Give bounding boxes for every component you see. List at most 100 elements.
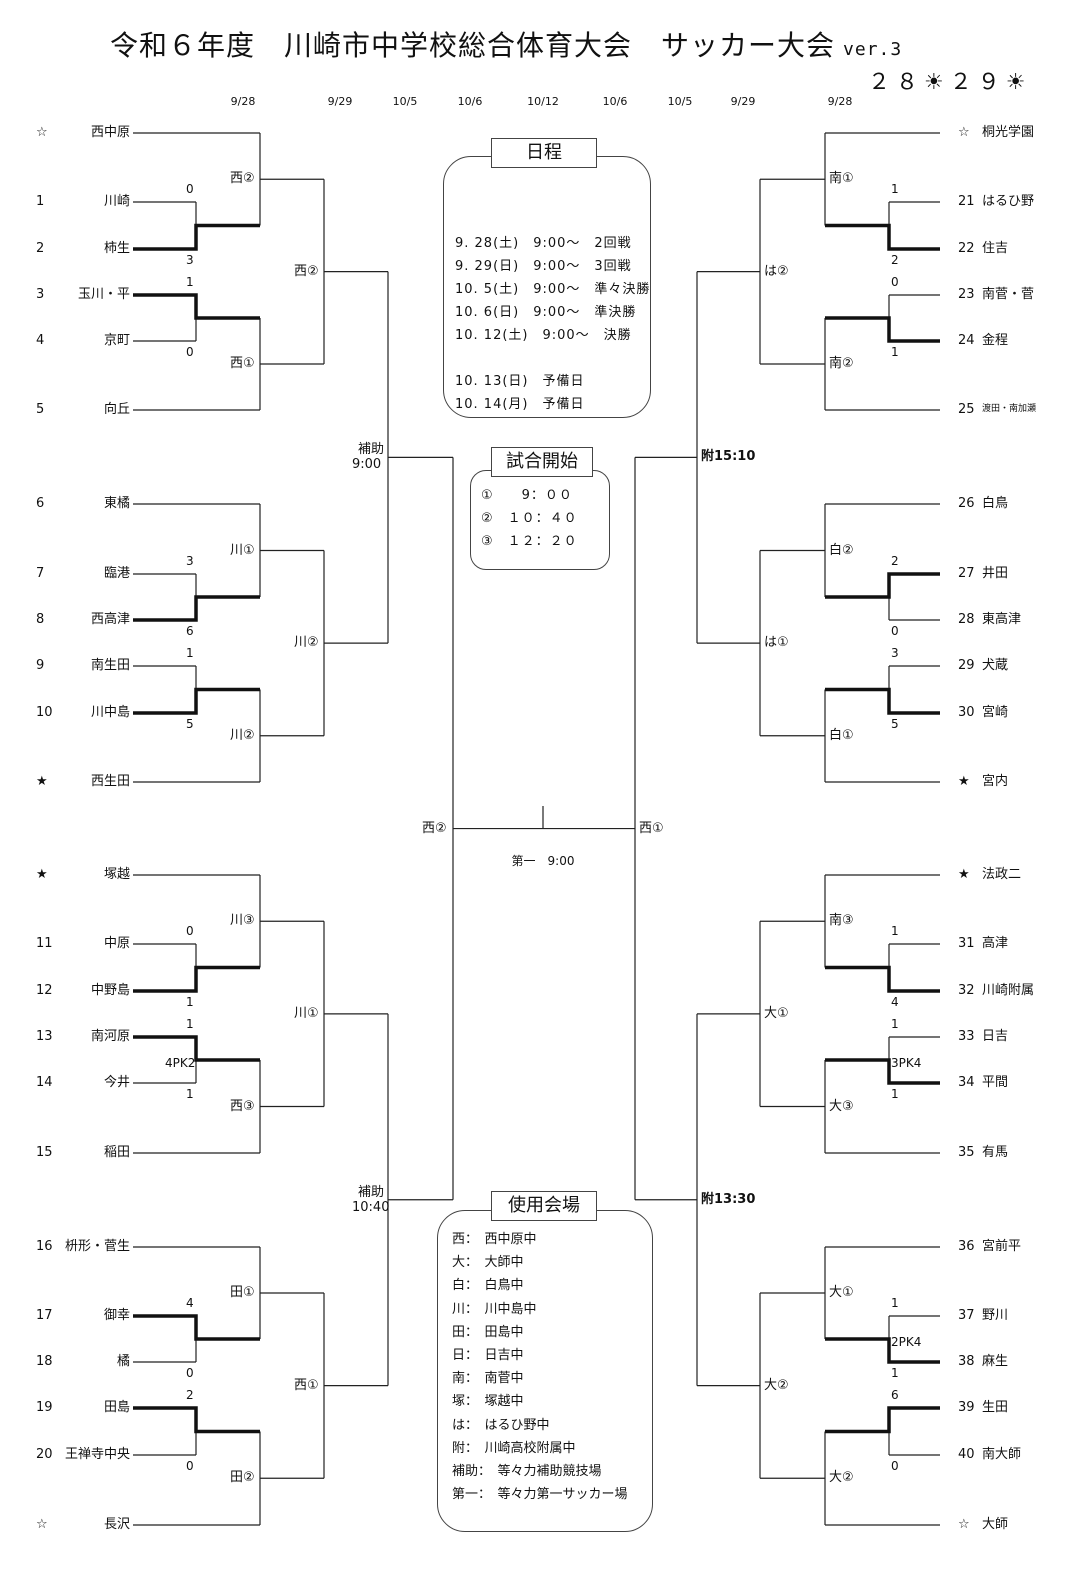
winner-path-right bbox=[825, 316, 940, 343]
team-name-left: 塚越 bbox=[103, 867, 130, 882]
score-right: 1 bbox=[891, 1296, 899, 1310]
team-seed-left: 2 bbox=[36, 241, 45, 256]
team-seed-left: 4 bbox=[36, 333, 45, 348]
venue-line: 白： 白鳥中 bbox=[452, 1278, 524, 1294]
team-seed-right: ★ bbox=[958, 774, 970, 789]
final-label: 第一 9:00 bbox=[511, 854, 575, 868]
date-label-center: 10/12 bbox=[527, 95, 559, 108]
date-label-right: 9/28 bbox=[827, 95, 853, 108]
venue-tag-left: 川③ bbox=[230, 913, 255, 929]
team-seed-left: 5 bbox=[36, 402, 45, 417]
team-seed-left: 7 bbox=[36, 566, 45, 581]
team-name-left: 向丘 bbox=[103, 402, 130, 417]
winner-path-right bbox=[825, 965, 940, 993]
venue-tag-left: 補助 bbox=[358, 442, 385, 458]
schedule-line: 9. 29(日) 9:00～ 3回戦 bbox=[455, 259, 632, 274]
score-right: 3 bbox=[891, 646, 899, 660]
team-seed-left: 11 bbox=[36, 936, 53, 951]
team-name-left: 今井 bbox=[103, 1075, 130, 1090]
team-seed-right: 37 bbox=[958, 1308, 975, 1323]
team-name-left: 玉川・平 bbox=[77, 287, 130, 302]
kickoff-line: ③ １２：２０ bbox=[481, 534, 578, 549]
venue-tag-left: 田① bbox=[230, 1285, 255, 1300]
team-seed-left: 6 bbox=[36, 496, 45, 511]
team-seed-left: 9 bbox=[36, 658, 45, 673]
team-seed-right: 30 bbox=[958, 705, 975, 720]
team-seed-right: 29 bbox=[958, 658, 975, 673]
score-left: 1 bbox=[186, 275, 194, 289]
team-name-right: 犬蔵 bbox=[982, 658, 1009, 673]
team-name-left: 臨港 bbox=[103, 566, 130, 581]
team-name-left: 橘 bbox=[116, 1354, 130, 1369]
team-seed-left: ☆ bbox=[36, 125, 48, 140]
weather-summary: ２８☀２９☀ bbox=[868, 70, 1032, 95]
team-name-right: 平間 bbox=[982, 1075, 1009, 1090]
team-seed-left: ☆ bbox=[36, 1517, 48, 1532]
date-label-left: 9/29 bbox=[327, 95, 353, 108]
team-name-left: 西高津 bbox=[90, 612, 130, 627]
time-tag-left: 9:00 bbox=[352, 457, 382, 473]
score-left: 5 bbox=[186, 717, 194, 731]
team-seed-left: 12 bbox=[36, 983, 53, 998]
venue-line: 塚： 塚越中 bbox=[452, 1394, 524, 1410]
score-right: 5 bbox=[891, 717, 899, 731]
venue-line: 西： 西中原中 bbox=[452, 1232, 537, 1247]
team-seed-right: 39 bbox=[958, 1400, 975, 1415]
team-seed-right: 38 bbox=[958, 1354, 975, 1369]
time-tag-left: 10:40 bbox=[352, 1199, 390, 1215]
schedule-line: 10. 5(土) 9:00～ 準々決勝 bbox=[455, 282, 651, 297]
team-seed-left: 20 bbox=[36, 1447, 53, 1462]
team-seed-right: ☆ bbox=[958, 1517, 970, 1532]
venue-title: 使用会場 bbox=[491, 1191, 597, 1221]
version-label: ver.3 bbox=[843, 39, 903, 60]
date-label-right: 10/6 bbox=[602, 95, 628, 108]
team-name-right: 大師 bbox=[982, 1517, 1009, 1532]
team-seed-right: 25 bbox=[958, 402, 975, 417]
team-seed-left: 1 bbox=[36, 194, 45, 209]
kickoff-line: ② １０：４０ bbox=[481, 511, 578, 526]
score-right: 6 bbox=[891, 1388, 899, 1402]
team-seed-left: 8 bbox=[36, 612, 45, 627]
score-left: 0 bbox=[186, 345, 194, 359]
team-seed-left: 14 bbox=[36, 1075, 53, 1090]
score-left: 6 bbox=[186, 624, 194, 638]
venue-line: 附： 川崎高校附属中 bbox=[452, 1440, 576, 1456]
venue-tag-left: 川① bbox=[230, 542, 255, 558]
score-left: 0 bbox=[186, 182, 194, 196]
schedule-box bbox=[443, 156, 651, 418]
date-label-right: 10/5 bbox=[667, 95, 693, 108]
score-right: 2 bbox=[891, 253, 899, 267]
team-seed-right: 21 bbox=[958, 194, 975, 209]
score-right: 2 bbox=[891, 554, 899, 568]
venue-tag-right: 附15:10 bbox=[701, 449, 756, 465]
venue-tag-right: は① bbox=[764, 635, 789, 651]
team-name-left: 東橘 bbox=[103, 496, 130, 511]
venue-tag-left: 西① bbox=[294, 1377, 319, 1393]
team-name-left: 西中原 bbox=[90, 125, 130, 140]
team-name-left: 長沢 bbox=[103, 1517, 130, 1532]
score-left: 1 bbox=[186, 646, 194, 660]
winner-path-right bbox=[825, 1058, 940, 1085]
date-label-left: 10/5 bbox=[392, 95, 418, 108]
winner-path-left bbox=[133, 1035, 260, 1062]
venue-tag-right: 大② bbox=[764, 1377, 789, 1393]
team-seed-right: ☆ bbox=[958, 125, 970, 140]
team-name-left: 南生田 bbox=[90, 658, 130, 673]
venue-line: は： はるひ野中 bbox=[452, 1417, 550, 1433]
team-seed-right: 40 bbox=[958, 1447, 975, 1462]
team-name-right: 東高津 bbox=[982, 612, 1022, 627]
team-seed-right: ★ bbox=[958, 867, 970, 882]
team-seed-right: 36 bbox=[958, 1239, 975, 1254]
team-name-left: 稲田 bbox=[103, 1145, 130, 1160]
team-seed-left: 19 bbox=[36, 1400, 53, 1415]
kickoff-title: 試合開始 bbox=[491, 447, 593, 477]
winner-path-left bbox=[133, 293, 260, 320]
team-seed-left: 16 bbox=[36, 1239, 53, 1254]
score-right: 0 bbox=[891, 275, 899, 289]
team-name-right: 日吉 bbox=[982, 1029, 1009, 1044]
score-left: 0 bbox=[186, 1366, 194, 1380]
team-seed-left: 18 bbox=[36, 1354, 53, 1369]
venue-tag-right: 大① bbox=[764, 1005, 789, 1021]
score-left: 0 bbox=[186, 1459, 194, 1473]
